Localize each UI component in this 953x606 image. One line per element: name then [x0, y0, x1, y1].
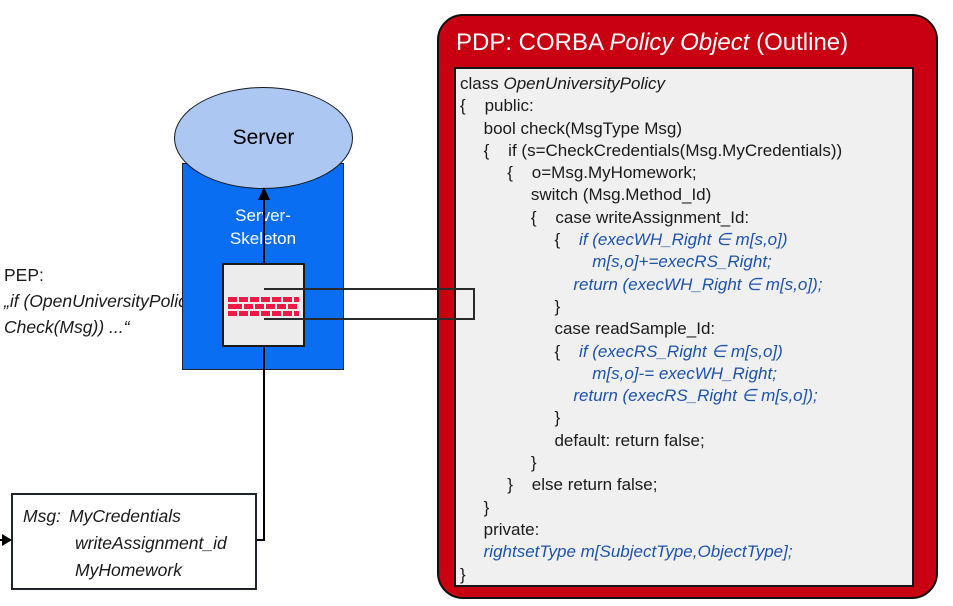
- code-segment: [460, 386, 573, 405]
- code-segment: if (execWH_Right ∈ m[s,o]): [579, 230, 788, 250]
- pep-pdp-channel: [264, 288, 475, 320]
- code-segment: return (execRS_Right ∈ m[s,o]);: [573, 386, 818, 406]
- code-line: { if (execRS_Right ∈ m[s,o]): [460, 341, 910, 363]
- code-segment: private:: [460, 519, 540, 539]
- pep-title: PEP:: [4, 265, 44, 285]
- code-segment: rightsetType m[SubjectType,ObjectType];: [483, 542, 793, 562]
- code-line: rightsetType m[SubjectType,ObjectType];: [460, 541, 910, 563]
- arrow-up-head-icon: [258, 187, 270, 200]
- code-segment: [460, 275, 573, 294]
- server-skeleton-label-line1: Server-: [183, 204, 343, 227]
- code-segment: }: [460, 497, 490, 517]
- pep-annotation: PEP: „if (OpenUniversityPolicy. Check(Ms…: [4, 262, 234, 340]
- msg-label: Msg:: [23, 506, 61, 526]
- server-skeleton-label-line2: Skeleton: [183, 227, 343, 250]
- code-segment: } else return false;: [460, 475, 658, 495]
- code-line: return (execWH_Right ∈ m[s,o]);: [460, 274, 910, 296]
- code-segment: bool check(MsgType Msg): [460, 118, 683, 138]
- server-skeleton-label: Server- Skeleton: [183, 204, 343, 250]
- pdp-panel: PDP: CORBA Policy Object (Outline) class…: [437, 14, 938, 599]
- code-segment: [460, 542, 484, 561]
- code-line: private:: [460, 519, 910, 541]
- arrow-right-head-icon: [2, 534, 12, 546]
- code-segment: { case writeAssignment_Id:: [460, 207, 750, 227]
- code-line: }: [460, 296, 910, 318]
- code-line: case readSample_Id:: [460, 318, 910, 340]
- pdp-title-italic: Policy Object: [609, 29, 750, 56]
- brick-row: [228, 304, 299, 309]
- msg-item-homework: MyHomework: [75, 560, 182, 580]
- code-line: default: return false;: [460, 430, 910, 452]
- code-segment: class: [460, 74, 504, 93]
- policy-code-block: class OpenUniversityPolicy{ public: bool…: [454, 67, 914, 587]
- code-segment: if (execRS_Right ∈ m[s,o]): [579, 341, 783, 361]
- code-segment: }: [460, 453, 537, 473]
- code-line: { if (execWH_Right ∈ m[s,o]): [460, 229, 910, 251]
- code-line: switch (Msg.Method_Id): [460, 184, 910, 206]
- code-segment: }: [460, 408, 561, 428]
- code-segment: {: [460, 230, 580, 250]
- code-segment: }: [460, 564, 466, 584]
- message-flow-line-upper: [263, 199, 265, 288]
- pdp-title: PDP: CORBA Policy Object (Outline): [456, 29, 848, 57]
- code-segment: [460, 252, 592, 271]
- code-line: { case writeAssignment_Id:: [460, 207, 910, 229]
- code-segment: { o=Msg.MyHomework;: [460, 163, 697, 183]
- server-ellipse: Server: [174, 87, 353, 189]
- code-line: }: [460, 407, 910, 429]
- message-flow-line-lower: [263, 320, 265, 541]
- brick-row: [228, 311, 299, 316]
- code-segment: switch (Msg.Method_Id): [460, 185, 712, 205]
- code-line: } else return false;: [460, 474, 910, 496]
- code-line: bool check(MsgType Msg): [460, 118, 910, 140]
- code-segment: { public:: [460, 96, 534, 116]
- msg-item-write-assignment: writeAssignment_id: [75, 533, 227, 553]
- code-segment: OpenUniversityPolicy: [503, 74, 666, 93]
- code-line: }: [460, 497, 910, 519]
- code-segment: }: [460, 296, 561, 316]
- code-segment: { if (s=CheckCredentials(Msg.MyCredentia…: [460, 140, 843, 160]
- code-line: { o=Msg.MyHomework;: [460, 162, 910, 184]
- pdp-title-prefix: PDP: CORBA: [456, 29, 610, 56]
- code-segment: default: return false;: [460, 430, 705, 450]
- pdp-title-suffix: (Outline): [749, 29, 849, 56]
- code-line: { public:: [460, 95, 910, 117]
- msg-line: Msg: MyCredentials: [23, 503, 255, 530]
- code-line: { if (s=CheckCredentials(Msg.MyCredentia…: [460, 140, 910, 162]
- pep-code-line-1: „if (OpenUniversityPolicy.: [4, 291, 200, 311]
- server-label: Server: [232, 126, 295, 149]
- code-segment: return (execWH_Right ∈ m[s,o]);: [573, 274, 823, 294]
- code-line: }: [460, 564, 910, 585]
- code-segment: {: [460, 341, 580, 361]
- code-segment: case readSample_Id:: [460, 319, 716, 339]
- msg-box-connector-line: [257, 539, 265, 541]
- msg-item-credentials: MyCredentials: [69, 506, 181, 526]
- code-line: m[s,o]+=execRS_Right;: [460, 251, 910, 273]
- code-line: return (execRS_Right ∈ m[s,o]);: [460, 385, 910, 407]
- interceptor-box: [222, 263, 305, 347]
- code-line: }: [460, 452, 910, 474]
- firewall-bricks-icon: [228, 297, 299, 318]
- msg-box: Msg: MyCredentials writeAssignment_id MyH…: [11, 493, 257, 590]
- code-line: class OpenUniversityPolicy: [460, 73, 910, 95]
- code-segment: [460, 364, 592, 383]
- brick-row: [228, 297, 299, 302]
- code-line: m[s,o]-= execWH_Right;: [460, 363, 910, 385]
- pep-code-line-2: Check(Msg)) ...“: [4, 317, 130, 337]
- code-segment: m[s,o]-= execWH_Right;: [592, 363, 777, 383]
- code-segment: m[s,o]+=execRS_Right;: [592, 252, 772, 272]
